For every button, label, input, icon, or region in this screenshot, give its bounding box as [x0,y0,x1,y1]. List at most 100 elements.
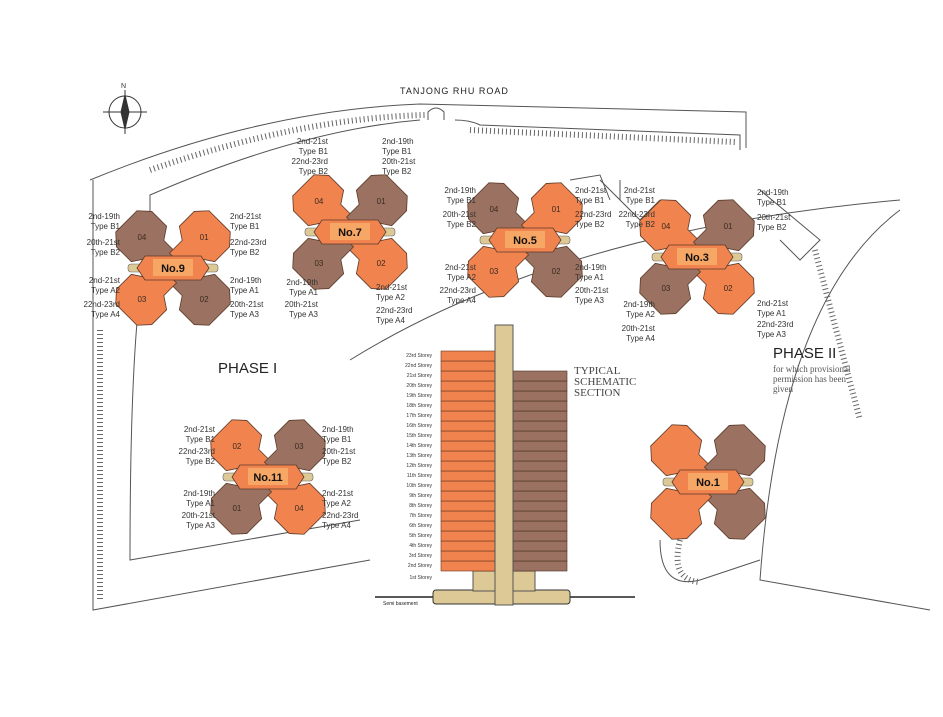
floor-range: 20th-21st [284,300,318,309]
wing-number: 02 [377,259,386,268]
floor-slab [440,410,496,422]
storey-label: 23rd Storey [406,353,432,359]
wing-number: 02 [232,442,241,451]
floor-range: 2nd-19th [444,186,476,195]
wing-number: 03 [489,267,498,276]
floor-range: 2nd-19th [382,137,414,146]
unit-type: Type A4 [376,316,405,325]
floor-range: 20th-21st [230,300,264,309]
floor-slab [440,350,496,362]
unit-type: Type B2 [757,223,787,232]
floor-range: 22nd-23rd [178,447,215,456]
floor-slab [440,470,496,482]
floor-range: 2nd-21st [623,186,655,195]
floor-slab [512,390,568,402]
wing-number: 04 [137,233,146,242]
floor-range: 20th-21st [322,447,356,456]
floor-slab [512,550,568,562]
floor-range: 2nd-19th [230,276,262,285]
storey-label: 5th Storey [409,533,432,539]
floor-slab [440,370,496,382]
storey-label: 4th Storey [409,543,432,549]
unit-type: Type A3 [289,310,318,319]
floor-slab [512,480,568,492]
floor-slab [512,460,568,472]
unit-type: Type B1 [230,222,260,231]
typical-schematic-section [375,324,635,606]
name-plate [330,223,370,240]
floor-slab [440,400,496,412]
floor-range: 2nd-21st [183,425,215,434]
floor-range: 22nd-23rd [83,300,120,309]
floor-range: 22nd-23rd [757,320,794,329]
unit-type: Type A1 [289,288,318,297]
floor-range: 2nd-19th [286,278,318,287]
storey-label: 11th Storey [406,473,432,479]
storey-label: 18th Storey [406,403,432,409]
unit-type: Type B2 [382,167,412,176]
unit-type: Type B1 [298,147,328,156]
unit-type: Type A1 [575,273,604,282]
floor-range: 20th-21st [382,157,416,166]
floor-slab [512,540,568,552]
floor-slab [440,510,496,522]
floor-range: 2nd-21st [444,263,476,272]
phase-2-note: for which provisional permission has bee… [773,364,851,394]
floor-slab [512,370,568,382]
storey-label: 15th Storey [406,433,432,439]
parking-bays [97,112,863,600]
unit-type: Type A3 [186,521,215,530]
floor-slab [512,560,568,572]
name-plate [505,231,545,248]
storey-label: 21st Storey [406,373,432,379]
floor-slab [512,420,568,432]
floor-slab [512,380,568,392]
unit-type: Type B2 [575,220,605,229]
floor-range: 22nd-23rd [439,286,476,295]
tower-name: No.9 [161,263,185,275]
floor-range: 22nd-23rd [376,306,413,315]
floor-slab [440,430,496,442]
floor-slab [512,530,568,542]
floor-slab [440,550,496,562]
storey-label: 16th Storey [406,423,432,429]
unit-type: Type A3 [575,296,604,305]
storey-label: 20th Storey [406,383,432,389]
storey-label: 1st Storey [409,575,432,581]
floor-slab [440,490,496,502]
lift-core [494,324,514,606]
floor-range: 22nd-23rd [322,511,359,520]
floor-range: 22nd-23rd [230,238,267,247]
unit-type: Type A4 [322,521,351,530]
floor-slab [512,510,568,522]
tower-name: No.7 [338,227,362,239]
podium-pillar [512,570,536,592]
semi-basement-label: Semi basement [383,601,418,607]
phase-2-title: PHASE II [773,345,837,362]
unit-type: Type A2 [322,499,351,508]
unit-type: Type B1 [757,198,787,207]
tower-name: No.1 [696,477,720,489]
floor-range: 2nd-21st [88,276,120,285]
unit-type: Type A2 [376,293,405,302]
storey-label: 14th Storey [406,443,432,449]
